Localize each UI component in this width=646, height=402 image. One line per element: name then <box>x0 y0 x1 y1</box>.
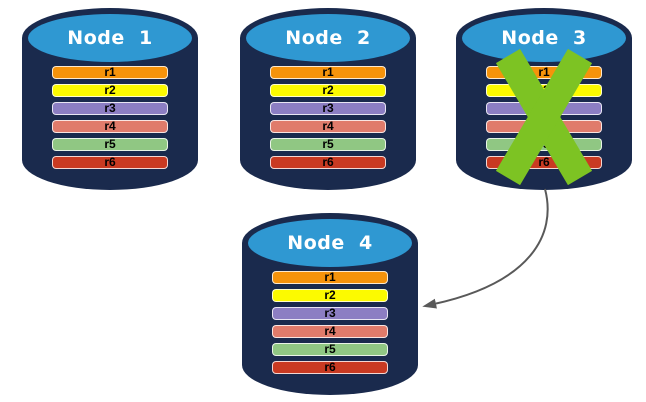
replica-row-r4: r4 <box>272 325 388 338</box>
replica-row-r2: r2 <box>272 289 388 302</box>
replica-rows: r1 r2 r3 r4 r5 r6 <box>52 66 168 169</box>
node-2: Node 2 r1 r2 r3 r4 r5 r6 <box>240 8 416 190</box>
node-title: Node 1 <box>67 27 153 49</box>
failure-x-icon <box>495 48 593 186</box>
node-title: Node 4 <box>287 232 373 254</box>
node-1: Node 1 r1 r2 r3 r4 r5 r6 <box>22 8 198 190</box>
replica-row-r2: r2 <box>52 84 168 97</box>
replica-row-r3: r3 <box>270 102 386 115</box>
replica-row-r1: r1 <box>52 66 168 79</box>
replica-row-r2: r2 <box>270 84 386 97</box>
node-title: Node 3 <box>501 27 587 49</box>
replica-row-r5: r5 <box>270 138 386 151</box>
replica-rows: r1 r2 r3 r4 r5 r6 <box>272 271 388 374</box>
replica-row-r3: r3 <box>272 307 388 320</box>
replica-row-r6: r6 <box>272 361 388 374</box>
replica-row-r4: r4 <box>270 120 386 133</box>
replica-row-r1: r1 <box>272 271 388 284</box>
replica-rows: r1 r2 r3 r4 r5 r6 <box>270 66 386 169</box>
node-3-failed: Node 3 r1 r2 r3 r4 r5 r6 <box>456 8 632 190</box>
node-title: Node 2 <box>285 27 371 49</box>
replica-row-r4: r4 <box>52 120 168 133</box>
replica-row-r5: r5 <box>52 138 168 151</box>
replica-row-r3: r3 <box>52 102 168 115</box>
replica-row-r6: r6 <box>52 156 168 169</box>
replica-row-r1: r1 <box>270 66 386 79</box>
replica-row-r5: r5 <box>272 343 388 356</box>
replica-row-r6: r6 <box>270 156 386 169</box>
node-4: Node 4 r1 r2 r3 r4 r5 r6 <box>242 213 418 395</box>
